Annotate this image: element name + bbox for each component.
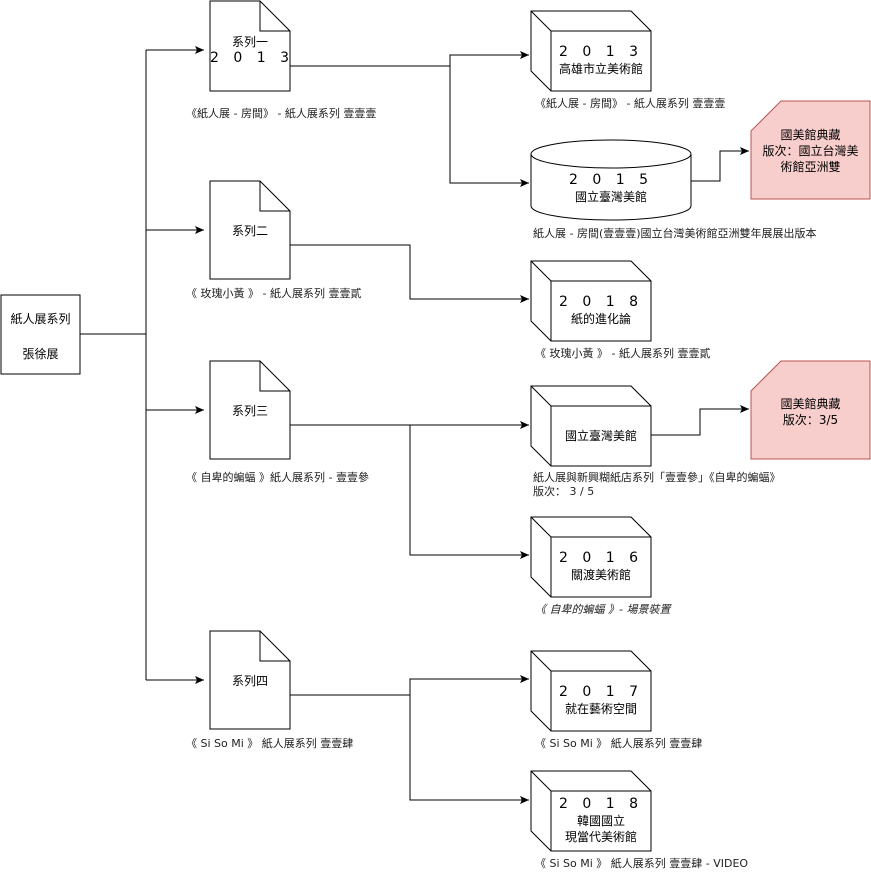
exhibition-4-caption-line2: 版次： 3 / 5 [533, 485, 595, 498]
collection-card-2[interactable] [750, 360, 871, 460]
series-doc-1[interactable] [209, 0, 291, 92]
root-box[interactable] [0, 294, 81, 375]
series-1-title: 系列一 [231, 35, 268, 49]
series-4-caption: 《 Si So Mi 》 紙人展系列 壹壹肆 [186, 737, 354, 750]
exhibition-6-caption: 《 Si So Mi 》 紙人展系列 壹壹肆 [535, 737, 703, 750]
exhibition-3-year: 2 0 1 8 [559, 294, 643, 310]
exhibition-3-caption: 《 玫瑰小黃 》 - 紙人展系列 壹壹貳 [535, 347, 711, 360]
connector-series-to-exhibitions [290, 51, 749, 804]
collection-2-line2: 版次：3/5 [782, 413, 839, 427]
series-2-caption: 《 玫瑰小黃 》 - 紙人展系列 壹壹貳 [186, 287, 362, 300]
exhibition-4-venue: 國立臺灣美館 [564, 429, 637, 443]
series-1-year: 2 0 1 3 [210, 50, 294, 66]
exhibition-5-year: 2 0 1 6 [559, 550, 643, 566]
exhibition-1-caption: 《紙人展 - 房間》 - 紙人展系列 壹壹壹 [535, 97, 726, 110]
exhibition-6-year: 2 0 1 7 [559, 684, 643, 700]
exhibition-3-venue: 紙的進化論 [570, 312, 631, 326]
exhibition-2-caption: 紙人展 - 房間(壹壹壹)國立台灣美術館亞洲雙年展展出版本 [533, 227, 817, 240]
collection-1-line3: 術館亞洲雙 [780, 160, 841, 174]
collection-2-line1: 國美館典藏 [780, 397, 841, 411]
collection-1-line1: 國美館典藏 [780, 128, 841, 142]
collection-card-1[interactable] [750, 100, 871, 200]
exhibition-cylinder-2015[interactable] [530, 139, 692, 221]
exhibition-cube-2013[interactable] [530, 10, 652, 92]
exhibition-2-year: 2 0 1 5 [569, 172, 653, 188]
exhibition-cube-ntmofa[interactable] [530, 385, 652, 467]
exhibition-cube-2017[interactable] [530, 650, 652, 732]
exhibition-6-venue: 就在藝術空間 [564, 702, 637, 716]
exhibition-1-year: 2 0 1 3 [559, 44, 643, 60]
exhibition-7-venue-line1: 韓國國立 [576, 814, 625, 828]
exhibition-5-venue: 關渡美術館 [570, 568, 631, 582]
collection-1-line2: 版次：國立台灣美 [762, 144, 859, 158]
series-3-title: 系列三 [231, 404, 268, 418]
series-3-caption: 《 自卑的蝙蝠 》紙人展系列 - 壹壹參 [186, 471, 369, 484]
exhibition-cube-2016[interactable] [530, 516, 652, 598]
exhibition-1-venue: 高雄市立美術館 [558, 62, 643, 76]
exhibition-cube-2018-a[interactable] [530, 260, 652, 342]
exhibition-2-venue: 國立臺灣美館 [574, 190, 647, 204]
exhibition-5-caption: 《 自卑的蝙蝠 》- 場景裝置 [535, 603, 671, 616]
exhibition-4-caption-line1: 紙人展與新興糊紙店系列「壹壹參」《自卑的蝙蝠》 [533, 471, 781, 484]
exhibition-cube-2018-b[interactable] [530, 770, 652, 852]
series-4-title: 系列四 [231, 674, 268, 688]
connector-root-to-series [80, 46, 204, 684]
series-2-title: 系列二 [231, 224, 268, 238]
exhibition-7-venue-line2: 現當代美術館 [564, 830, 637, 844]
exhibition-7-caption: 《 Si So Mi 》 紙人展系列 壹壹肆 - VIDEO [535, 857, 749, 870]
root-label-line2: 張徐展 [22, 347, 59, 361]
exhibition-7-year: 2 0 1 8 [559, 796, 643, 812]
series-1-caption: 《紙人展 - 房間》 - 紙人展系列 壹壹壹 [186, 107, 377, 120]
root-label-line1: 紙人展系列 [10, 312, 71, 326]
